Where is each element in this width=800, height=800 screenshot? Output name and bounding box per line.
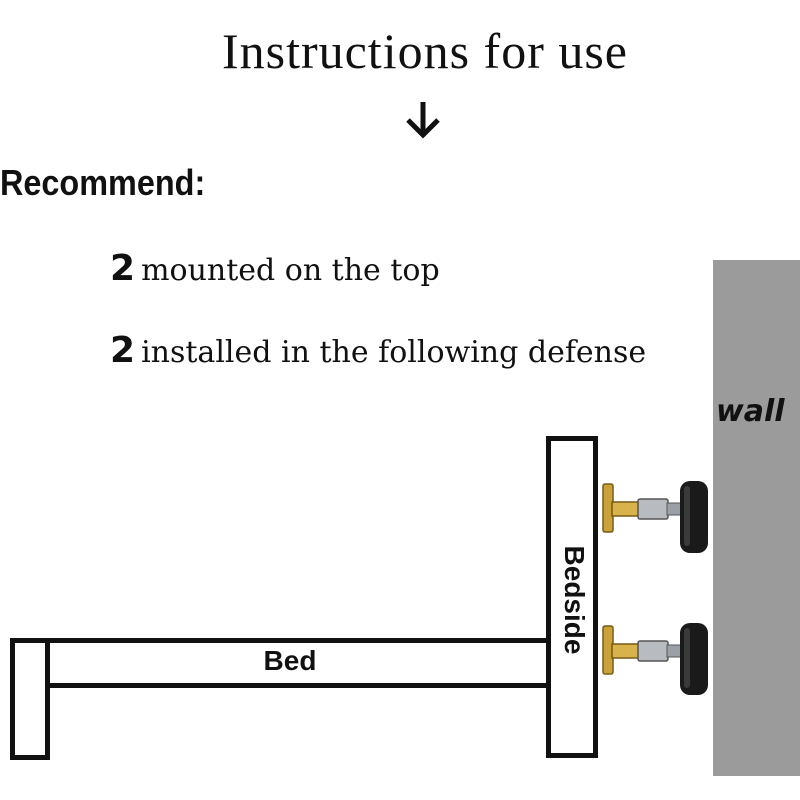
recommend-text: installed in the following defense xyxy=(141,335,647,370)
recommend-count: 2 xyxy=(110,248,136,289)
page-title: Instructions for use xyxy=(221,23,629,79)
bed-footboard xyxy=(10,638,50,760)
bed-label: Bed xyxy=(263,645,317,676)
bedside-label: Bedside xyxy=(559,545,590,655)
bed-stopper-bolt-top xyxy=(602,481,708,553)
recommend-heading: Recommend: xyxy=(0,162,206,203)
recommend-count: 2 xyxy=(110,330,136,371)
recommend-text: mounted on the top xyxy=(141,253,440,288)
wall-label: wall xyxy=(716,394,785,429)
bed-stopper-bolt-bottom xyxy=(602,623,708,695)
arrow-down-icon xyxy=(406,102,440,139)
wall xyxy=(713,260,800,776)
bedside-board xyxy=(546,436,598,758)
bed-frame xyxy=(45,638,555,688)
